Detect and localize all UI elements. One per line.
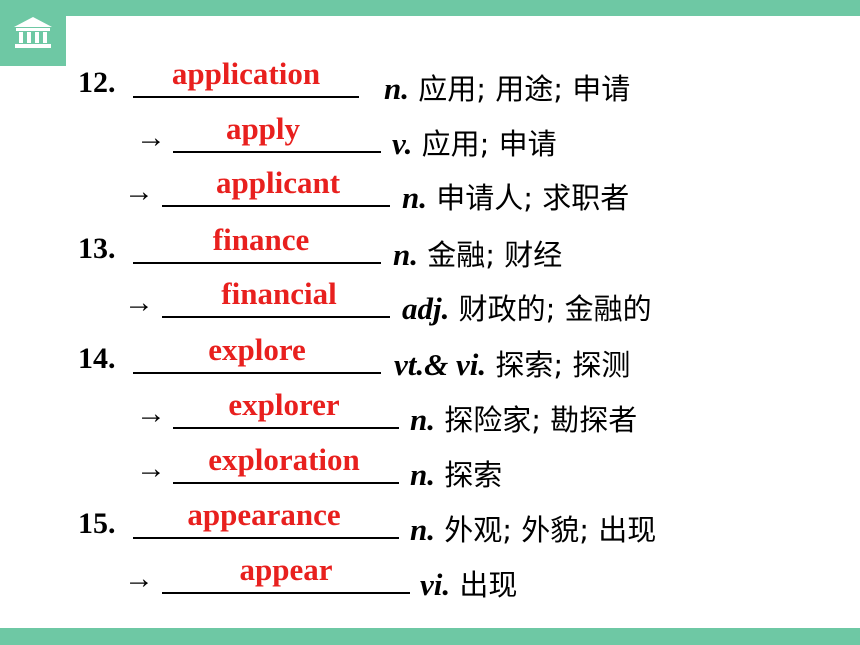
arrow-prefix: → bbox=[124, 562, 154, 595]
item-number: 13. bbox=[78, 232, 116, 265]
arrow-prefix: → bbox=[136, 121, 166, 154]
definition: n. 申请人; 求职者 bbox=[402, 175, 629, 217]
answer-blank bbox=[133, 372, 381, 374]
item-number: 14. bbox=[78, 342, 116, 375]
definition: n. 外观; 外貌; 出现 bbox=[410, 507, 656, 549]
definition: n. 探险家; 勘探者 bbox=[410, 397, 637, 439]
top-bar bbox=[0, 0, 860, 16]
answer-word: application bbox=[171, 56, 321, 91]
vocab-line-5: → financial adj. 财政的; 金融的 bbox=[0, 276, 860, 326]
answer-blank bbox=[173, 427, 399, 429]
answer-blank bbox=[173, 482, 399, 484]
vocab-line-7: → explorer n. 探险家; 勘探者 bbox=[0, 387, 860, 437]
part-of-speech: vt.& vi. bbox=[394, 347, 487, 382]
part-of-speech: n. bbox=[384, 71, 409, 106]
meaning: 申请人; 求职者 bbox=[427, 181, 630, 215]
vocab-line-8: → exploration n. 探索 bbox=[0, 442, 860, 492]
answer-word: finance bbox=[212, 222, 310, 257]
part-of-speech: n. bbox=[393, 237, 418, 272]
answer-blank bbox=[133, 262, 381, 264]
institution-building-icon bbox=[14, 17, 52, 48]
meaning: 应用; 用途; 申请 bbox=[409, 72, 631, 106]
vocab-line-10: → appear vi. 出现 bbox=[0, 552, 860, 602]
meaning: 探索; 探测 bbox=[486, 348, 631, 382]
answer-blank bbox=[133, 537, 399, 539]
meaning: 出现 bbox=[450, 568, 518, 602]
part-of-speech: n. bbox=[402, 180, 427, 215]
answer-blank bbox=[162, 316, 390, 318]
definition: n. 金融; 财经 bbox=[393, 232, 562, 274]
vocab-line-3: → applicant n. 申请人; 求职者 bbox=[0, 165, 860, 215]
answer-word: financial bbox=[221, 276, 337, 311]
meaning: 外观; 外貌; 出现 bbox=[435, 513, 657, 547]
vocab-line-4: 13. finance n. 金融; 财经 bbox=[0, 222, 860, 272]
answer-word: apply bbox=[225, 111, 301, 146]
answer-blank bbox=[173, 151, 381, 153]
meaning: 应用; 申请 bbox=[412, 127, 557, 161]
answer-word: exploration bbox=[208, 442, 360, 477]
arrow-prefix: → bbox=[124, 286, 154, 319]
meaning: 财政的; 金融的 bbox=[449, 292, 652, 326]
meaning: 探险家; 勘探者 bbox=[435, 403, 638, 437]
meaning: 金融; 财经 bbox=[418, 238, 563, 272]
definition: v. 应用; 申请 bbox=[392, 121, 557, 163]
part-of-speech: vi. bbox=[420, 567, 451, 602]
item-number: 15. bbox=[78, 507, 116, 540]
bottom-bar bbox=[0, 628, 860, 645]
part-of-speech: n. bbox=[410, 402, 435, 437]
answer-word: applicant bbox=[215, 165, 341, 200]
arrow-prefix: → bbox=[124, 175, 154, 208]
definition: vt.& vi. 探索; 探测 bbox=[394, 342, 630, 384]
answer-word: appear bbox=[239, 552, 333, 587]
vocab-line-6: 14. explore vt.& vi. 探索; 探测 bbox=[0, 332, 860, 382]
answer-blank bbox=[162, 592, 410, 594]
definition: n. 应用; 用途; 申请 bbox=[384, 66, 630, 108]
arrow-prefix: → bbox=[136, 397, 166, 430]
answer-word: appearance bbox=[187, 497, 341, 532]
part-of-speech: v. bbox=[392, 126, 413, 161]
logo-tile bbox=[0, 0, 66, 66]
meaning: 探索 bbox=[435, 458, 503, 492]
part-of-speech: n. bbox=[410, 457, 435, 492]
vocab-line-1: 12. application n. 应用; 用途; 申请 bbox=[0, 56, 860, 106]
part-of-speech: adj. bbox=[402, 291, 450, 326]
answer-blank bbox=[162, 205, 390, 207]
part-of-speech: n. bbox=[410, 512, 435, 547]
answer-blank bbox=[133, 96, 359, 98]
vocab-line-9: 15. appearance n. 外观; 外貌; 出现 bbox=[0, 497, 860, 547]
definition: n. 探索 bbox=[410, 452, 502, 494]
answer-word: explore bbox=[208, 332, 306, 367]
arrow-prefix: → bbox=[136, 452, 166, 485]
item-number: 12. bbox=[78, 66, 116, 99]
definition: vi. 出现 bbox=[420, 562, 517, 604]
vocab-line-2: → apply v. 应用; 申请 bbox=[0, 111, 860, 161]
answer-word: explorer bbox=[228, 387, 340, 422]
definition: adj. 财政的; 金融的 bbox=[402, 286, 652, 328]
